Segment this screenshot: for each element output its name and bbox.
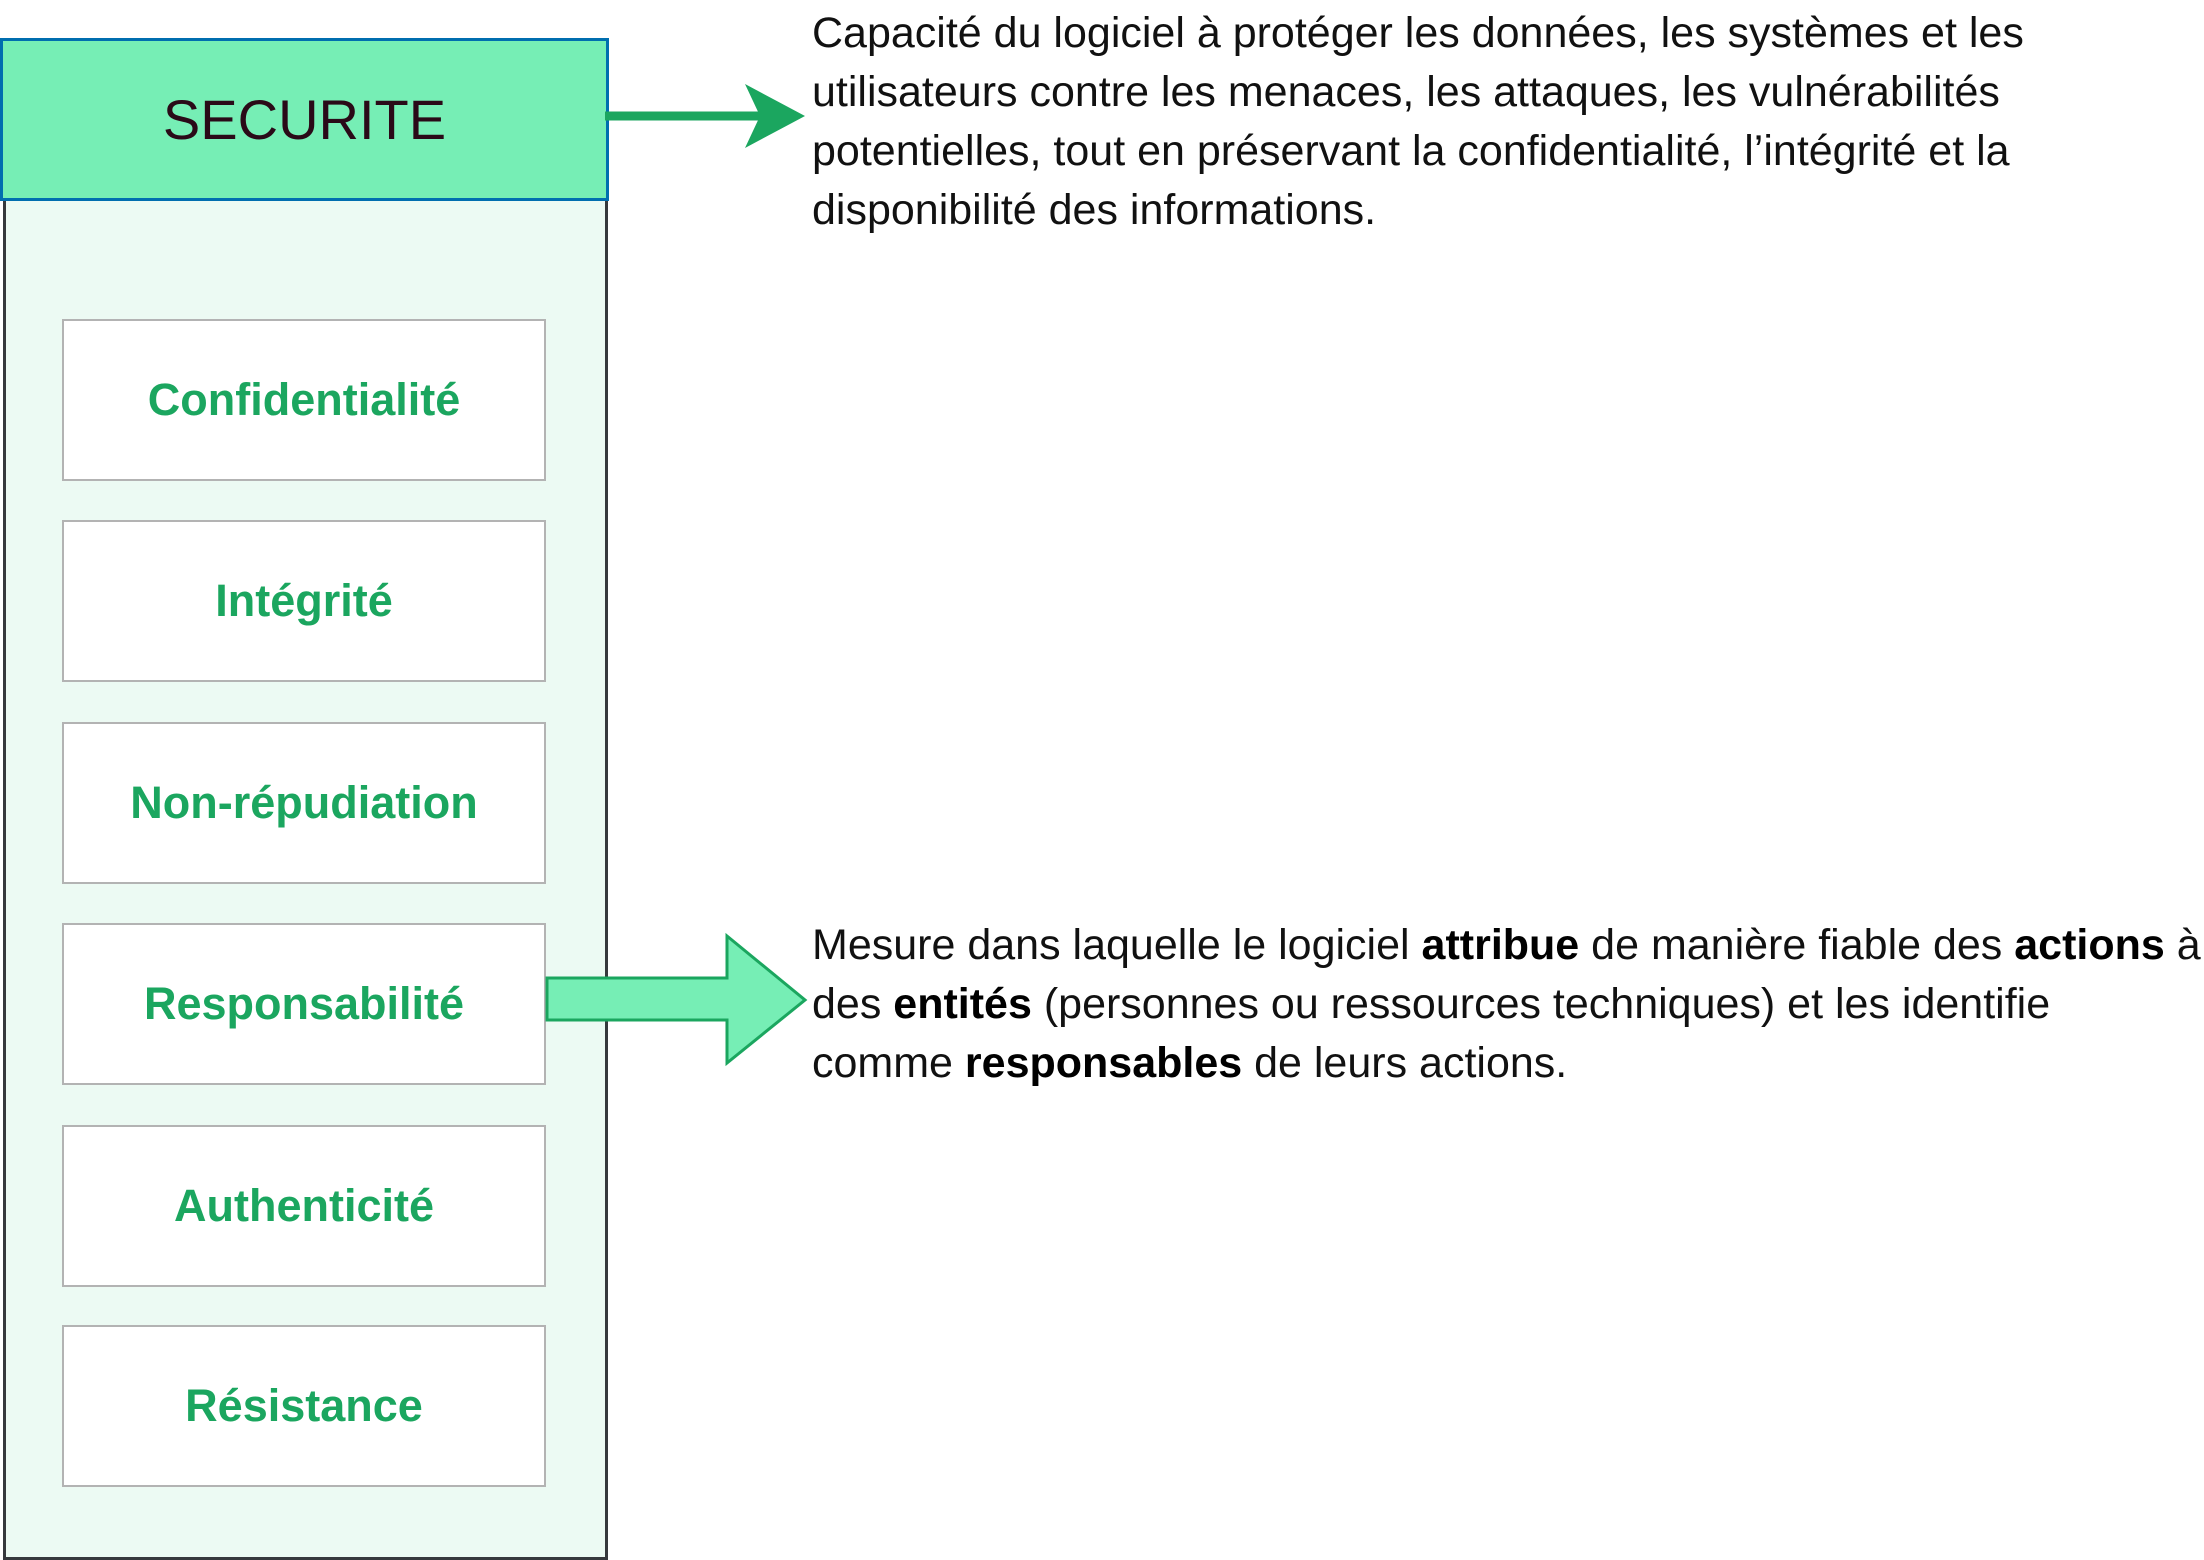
item-label: Confidentialité — [147, 374, 461, 425]
securite-header: SECURITE — [0, 38, 609, 201]
item-authenticite: Authenticité — [62, 1125, 546, 1287]
arrow-securite-icon — [605, 84, 805, 148]
item-label: Non-répudiation — [130, 777, 478, 828]
item-resistance: Résistance — [62, 1325, 546, 1487]
block-arrow-responsabilite-icon — [545, 932, 808, 1067]
securite-description: Capacité du logiciel à protéger les donn… — [812, 9, 2024, 234]
bold-text: attribue — [1421, 921, 1580, 969]
text: Mesure dans laquelle le logiciel — [812, 921, 1422, 969]
item-label: Intégrité — [215, 575, 393, 626]
item-confidentialite: Confidentialité — [62, 319, 546, 481]
item-label: Responsabilité — [143, 978, 465, 1029]
text: (personnes ou ressources techniques) et … — [812, 980, 2051, 1087]
text: de manière fiable des — [1579, 921, 2015, 969]
item-non-repudiation: Non-répudiation — [62, 722, 546, 884]
item-responsabilite: Responsabilité — [62, 923, 546, 1085]
text: de leurs actions. — [1242, 1039, 1568, 1087]
item-label: Résistance — [185, 1380, 423, 1431]
securite-title: SECURITE — [162, 88, 447, 151]
item-integrite: Intégrité — [62, 520, 546, 682]
bold-text: actions — [2014, 921, 2165, 969]
responsabilite-description: Mesure dans laquelle le logiciel attribu… — [812, 916, 2202, 1093]
bold-text: entités — [893, 980, 1032, 1028]
text: à des — [812, 921, 2201, 1028]
item-label: Authenticité — [173, 1180, 434, 1231]
bold-text: responsables — [964, 1039, 1243, 1087]
